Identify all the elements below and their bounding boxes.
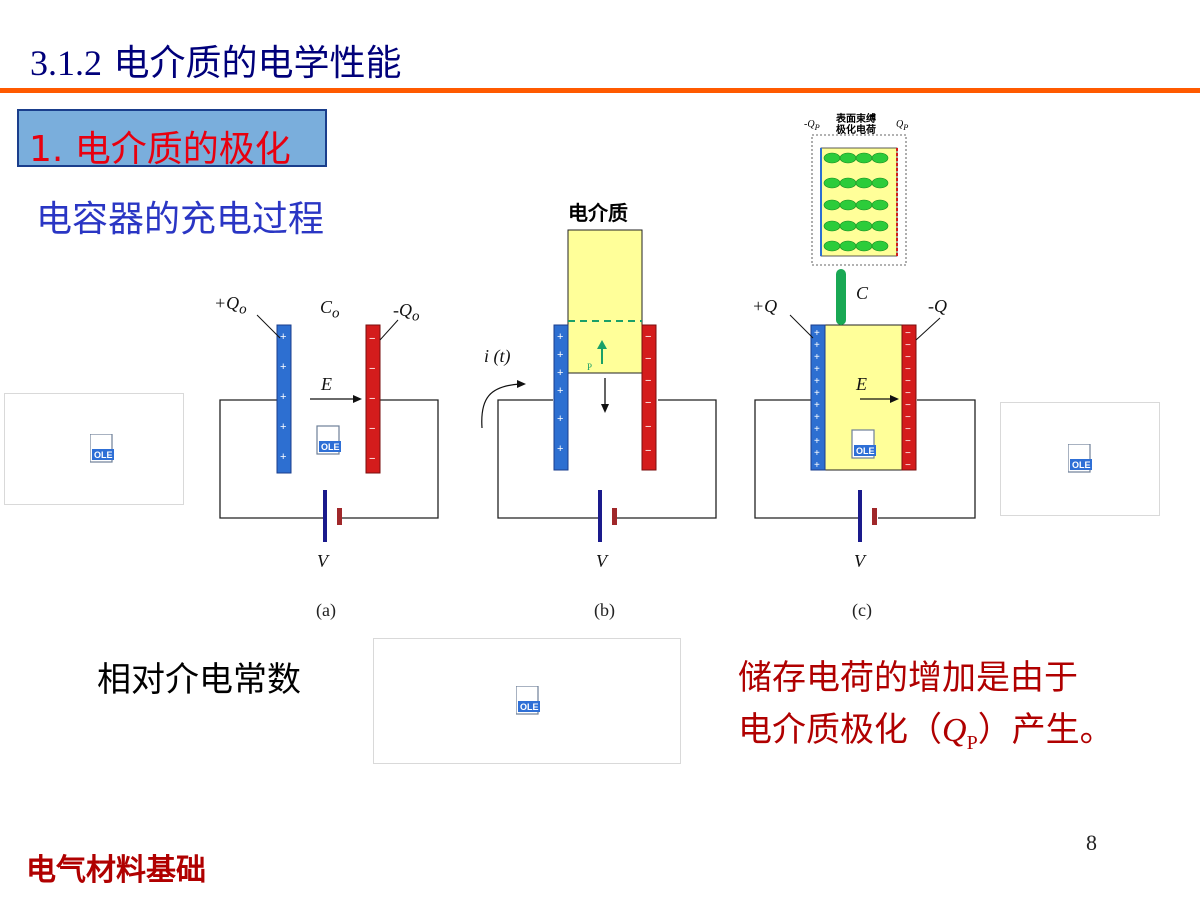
label-b-dielectric: 电介质	[568, 201, 628, 225]
label-a-minus-q: -Qo	[393, 300, 420, 325]
ole-icon-formula: OLE	[516, 686, 540, 715]
svg-text:+: +	[557, 385, 563, 397]
svg-text:−: −	[645, 421, 651, 433]
svg-text:−: −	[645, 397, 651, 409]
svg-text:−: −	[905, 376, 911, 387]
svg-text:+: +	[814, 328, 820, 339]
svg-text:+: +	[557, 367, 563, 379]
svg-text:+: +	[814, 460, 820, 471]
svg-text:−: −	[645, 375, 651, 387]
svg-text:OLE: OLE	[94, 450, 113, 460]
svg-text:−: −	[905, 400, 911, 411]
section-heading: 1. 电介质的极化	[29, 129, 291, 170]
section-number: 3.1.2	[30, 43, 102, 83]
label-c-voltage: V	[854, 551, 865, 571]
svg-text:OLE: OLE	[520, 702, 539, 712]
caption-c: (c)	[852, 600, 872, 620]
svg-text:−: −	[369, 333, 375, 345]
svg-text:−: −	[905, 352, 911, 363]
svg-text:−: −	[905, 460, 911, 471]
label-c-minus-q: -Q	[928, 296, 947, 316]
label-b-voltage: V	[596, 551, 607, 571]
svg-text:+: +	[814, 424, 820, 435]
caption-b: (b)	[594, 600, 615, 620]
page-number: 8	[1086, 830, 1097, 855]
svg-text:−: −	[369, 393, 375, 405]
ole-icon-left: OLE	[90, 434, 114, 463]
svg-text:+: +	[814, 352, 820, 363]
ole-icon-right: OLE	[1068, 444, 1092, 473]
svg-text:+: +	[280, 421, 286, 433]
label-b-p: P	[587, 362, 593, 372]
svg-text:+: +	[557, 349, 563, 361]
svg-text:−: −	[905, 328, 911, 339]
subtitle: 电容器的充电过程	[36, 199, 325, 240]
diagram-c: ++++++++++++ −−−−−−−−−−−−	[754, 134, 976, 542]
svg-text:−: −	[369, 363, 375, 375]
diagram-b: + + + + + + − − − − − −	[481, 229, 717, 542]
svg-text:−: −	[369, 423, 375, 435]
svg-text:−: −	[905, 436, 911, 447]
svg-text:+: +	[814, 436, 820, 447]
svg-text:−: −	[645, 331, 651, 343]
section-heading-box: 1. 电介质的极化	[17, 109, 327, 170]
svg-text:−: −	[905, 388, 911, 399]
svg-text:+: +	[557, 413, 563, 425]
inset-title: 表面束缚 极化电荷	[836, 114, 876, 136]
label-c-field: E	[856, 374, 867, 394]
svg-text:+: +	[280, 331, 286, 343]
svg-text:+: +	[814, 448, 820, 459]
title-text: 电介质的电学性能	[113, 43, 402, 84]
svg-text:+: +	[557, 331, 563, 343]
svg-text:−: −	[905, 448, 911, 459]
svg-text:+: +	[814, 376, 820, 387]
svg-text:−: −	[645, 353, 651, 365]
label-b-current: i (t)	[484, 346, 511, 366]
svg-text:−: −	[905, 412, 911, 423]
svg-text:+: +	[814, 340, 820, 351]
svg-text:−: −	[905, 364, 911, 375]
svg-text:+: +	[814, 412, 820, 423]
inset-qp: QP	[896, 119, 909, 132]
svg-text:+: +	[280, 451, 286, 463]
label-a-field: E	[321, 374, 332, 394]
label-c-plus-q: +Q	[752, 296, 778, 316]
label-a-cap: Co	[320, 297, 340, 322]
svg-text:OLE: OLE	[1072, 460, 1091, 470]
svg-text:−: −	[645, 445, 651, 457]
footer-course-title: 电气材料基础	[26, 853, 206, 888]
capacitor-diagram: OLE +++++ −−−−−	[219, 134, 976, 542]
svg-text:+: +	[280, 391, 286, 403]
svg-text:+: +	[814, 364, 820, 375]
svg-text:−: −	[905, 424, 911, 435]
svg-text:+: +	[814, 400, 820, 411]
title-rule	[0, 88, 1200, 93]
svg-text:−: −	[905, 340, 911, 351]
svg-text:+: +	[280, 361, 286, 373]
relative-permittivity-label: 相对介电常数	[97, 660, 301, 700]
note-line-1: 储存电荷的增加是由于	[738, 658, 1078, 698]
slide-title: 3.1.2 电介质的电学性能	[30, 34, 401, 86]
label-a-plus-q: +Qo	[214, 293, 247, 318]
diagram-a: + + + + + − − − − −	[219, 314, 439, 542]
svg-text:+: +	[814, 388, 820, 399]
svg-text:−: −	[369, 453, 375, 465]
label-c-cap: C	[856, 283, 869, 303]
caption-a: (a)	[316, 600, 336, 620]
inset-minus-qp: -QP	[804, 119, 820, 132]
note-line-2: 电介质极化（QP）产生。	[738, 710, 1114, 754]
svg-text:+: +	[557, 443, 563, 455]
label-a-voltage: V	[317, 551, 328, 571]
